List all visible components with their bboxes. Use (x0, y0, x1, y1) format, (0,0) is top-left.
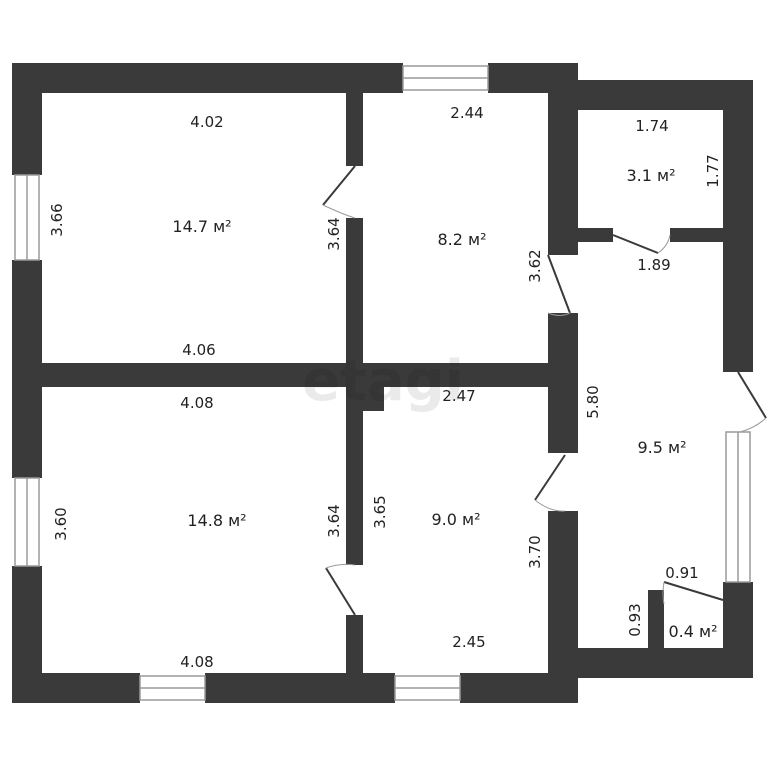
room-5-dim-right: 3.70 (526, 535, 544, 568)
room-2-dim-right: 3.62 (526, 249, 544, 282)
watermark-logo: etagi (302, 349, 464, 414)
room-5-dim-bottom: 2.45 (452, 633, 485, 651)
windows (14, 65, 751, 701)
room-3-dim-right: 1.77 (704, 154, 722, 187)
room-2: 8.2 м² 2.44 3.62 (437, 104, 544, 283)
window-top (402, 65, 489, 91)
room-6-dim-left: 5.80 (584, 385, 602, 418)
room-6: 9.5 м² 5.80 0.91 0.93 (584, 385, 699, 636)
room-1-dim-right: 3.64 (325, 217, 343, 250)
room-1-dim-left: 3.66 (48, 203, 66, 236)
room-2-dim-top: 2.44 (450, 104, 483, 122)
room-3: 3.1 м² 1.74 1.77 1.89 (626, 117, 722, 274)
room-7: 0.4 м² (668, 622, 717, 641)
room-4-dim-bottom: 4.08 (180, 653, 213, 671)
window-right (725, 431, 751, 583)
room-4-dim-right: 3.64 (325, 504, 343, 537)
room-7-area: 0.4 м² (668, 622, 717, 641)
room-1-area: 14.7 м² (172, 217, 231, 236)
room-6-dim-closet-depth: 0.93 (626, 603, 644, 636)
room-5-dim-top: 2.47 (442, 387, 475, 405)
room-4: 14.8 м² 4.08 3.60 3.64 4.08 (52, 394, 343, 671)
room-4-dim-left: 3.60 (52, 507, 70, 540)
window-left-lower (14, 477, 40, 567)
room-1-dim-bottom: 4.06 (182, 341, 215, 359)
room-4-dim-top: 4.08 (180, 394, 213, 412)
room-3-area: 3.1 м² (626, 166, 675, 185)
door-room2-hall (547, 254, 571, 316)
room-5: 9.0 м² 2.47 3.65 3.70 2.45 (371, 387, 544, 651)
room-3-dim-bottom: 1.89 (637, 256, 670, 274)
room-1-dim-top: 4.02 (190, 113, 223, 131)
window-bottom-left (139, 675, 206, 701)
room-5-area: 9.0 м² (431, 510, 480, 529)
room-6-area: 9.5 м² (637, 438, 686, 457)
room-4-area: 14.8 м² (187, 511, 246, 530)
door-closet (662, 581, 724, 605)
window-bottom-middle (394, 675, 461, 701)
door-room3-hall (612, 234, 671, 254)
window-left-upper (14, 174, 40, 261)
room-5-dim-left: 3.65 (371, 495, 389, 528)
room-3-dim-top: 1.74 (635, 117, 668, 135)
door-room1-room2 (322, 165, 356, 219)
door-room4-room5 (325, 563, 356, 616)
room-2-area: 8.2 м² (437, 230, 486, 249)
door-room5-hall (534, 454, 566, 512)
doors (322, 165, 767, 616)
door-entrance (737, 371, 767, 433)
room-1: 14.7 м² 4.02 3.66 3.64 4.06 (48, 113, 343, 359)
room-6-dim-closet-width: 0.91 (665, 564, 698, 582)
